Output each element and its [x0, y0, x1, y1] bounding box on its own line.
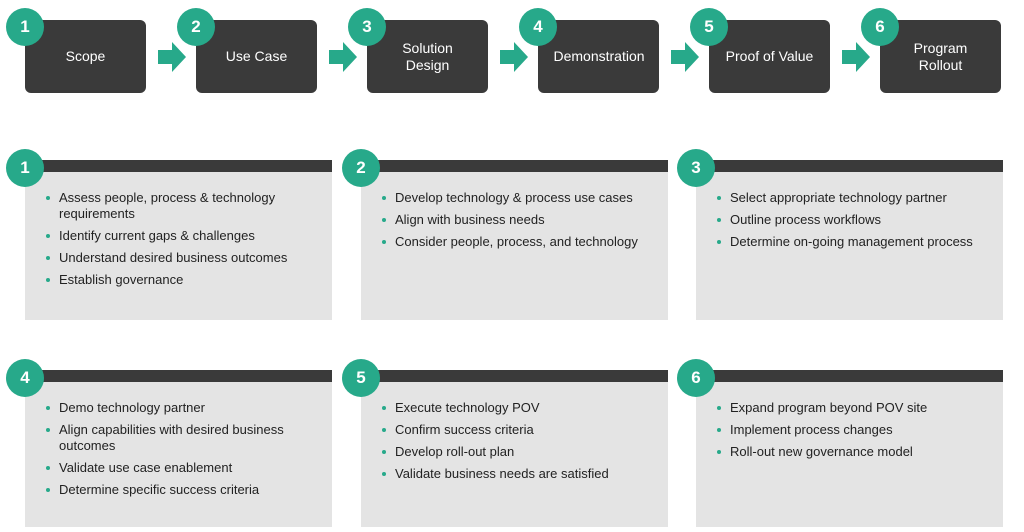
step-label: Scope [65, 48, 106, 64]
card-bullet-list: Execute technology POV Confirm success cr… [361, 382, 668, 482]
list-item: Establish governance [46, 272, 322, 288]
list-item: Implement process changes [717, 422, 993, 438]
step-box: Scope [25, 20, 146, 93]
list-item: Align capabilities with desired business… [46, 422, 322, 454]
list-item: Execute technology POV [382, 400, 658, 416]
list-item: Determine specific success criteria [46, 482, 322, 498]
list-item: Identify current gaps & challenges [46, 228, 322, 244]
arrow-right-icon [842, 42, 870, 72]
list-item: Consider people, process, and technology [382, 234, 658, 250]
card-number-badge: 2 [342, 149, 380, 187]
list-item: Confirm success criteria [382, 422, 658, 438]
card-header-bar [696, 160, 1003, 172]
list-item: Understand desired business outcomes [46, 250, 322, 266]
step-number-badge: 6 [861, 8, 899, 46]
card-number-badge: 1 [6, 149, 44, 187]
card-number-badge: 3 [677, 149, 715, 187]
list-item: Assess people, process & technology requ… [46, 190, 322, 222]
list-item: Select appropriate technology partner [717, 190, 993, 206]
step-label: Proof of Value [725, 48, 814, 64]
phase-card: Execute technology POV Confirm success cr… [361, 370, 668, 527]
list-item: Validate business needs are satisfied [382, 466, 658, 482]
step-number-badge: 5 [690, 8, 728, 46]
list-item: Outline process workflows [717, 212, 993, 228]
step-number-badge: 3 [348, 8, 386, 46]
arrow-right-icon [158, 42, 186, 72]
step-box: Program Rollout [880, 20, 1001, 93]
list-item: Validate use case enablement [46, 460, 322, 476]
list-item: Roll-out new governance model [717, 444, 993, 460]
arrow-right-icon [500, 42, 528, 72]
card-header-bar [361, 160, 668, 172]
card-header-bar [25, 160, 332, 172]
step-box: Demonstration [538, 20, 659, 93]
list-item: Develop roll-out plan [382, 444, 658, 460]
step-number-badge: 1 [6, 8, 44, 46]
list-item: Determine on-going management process [717, 234, 993, 250]
step-number-badge: 4 [519, 8, 557, 46]
list-item: Align with business needs [382, 212, 658, 228]
step-label: Demonstration [553, 48, 645, 64]
card-header-bar [25, 370, 332, 382]
step-box: Solution Design [367, 20, 488, 93]
card-number-badge: 6 [677, 359, 715, 397]
card-header-bar [696, 370, 1003, 382]
list-item: Expand program beyond POV site [717, 400, 993, 416]
card-number-badge: 4 [6, 359, 44, 397]
card-number-badge: 5 [342, 359, 380, 397]
step-box: Proof of Value [709, 20, 830, 93]
step-label: Solution Design [402, 39, 453, 73]
phase-card: Assess people, process & technology requ… [25, 160, 332, 320]
step-box: Use Case [196, 20, 317, 93]
list-item: Demo technology partner [46, 400, 322, 416]
list-item: Develop technology & process use cases [382, 190, 658, 206]
arrow-right-icon [329, 42, 357, 72]
arrow-right-icon [671, 42, 699, 72]
card-header-bar [361, 370, 668, 382]
step-label: Use Case [225, 48, 288, 64]
step-label: Program Rollout [913, 39, 968, 73]
step-number-badge: 2 [177, 8, 215, 46]
card-bullet-list: Assess people, process & technology requ… [25, 172, 332, 288]
